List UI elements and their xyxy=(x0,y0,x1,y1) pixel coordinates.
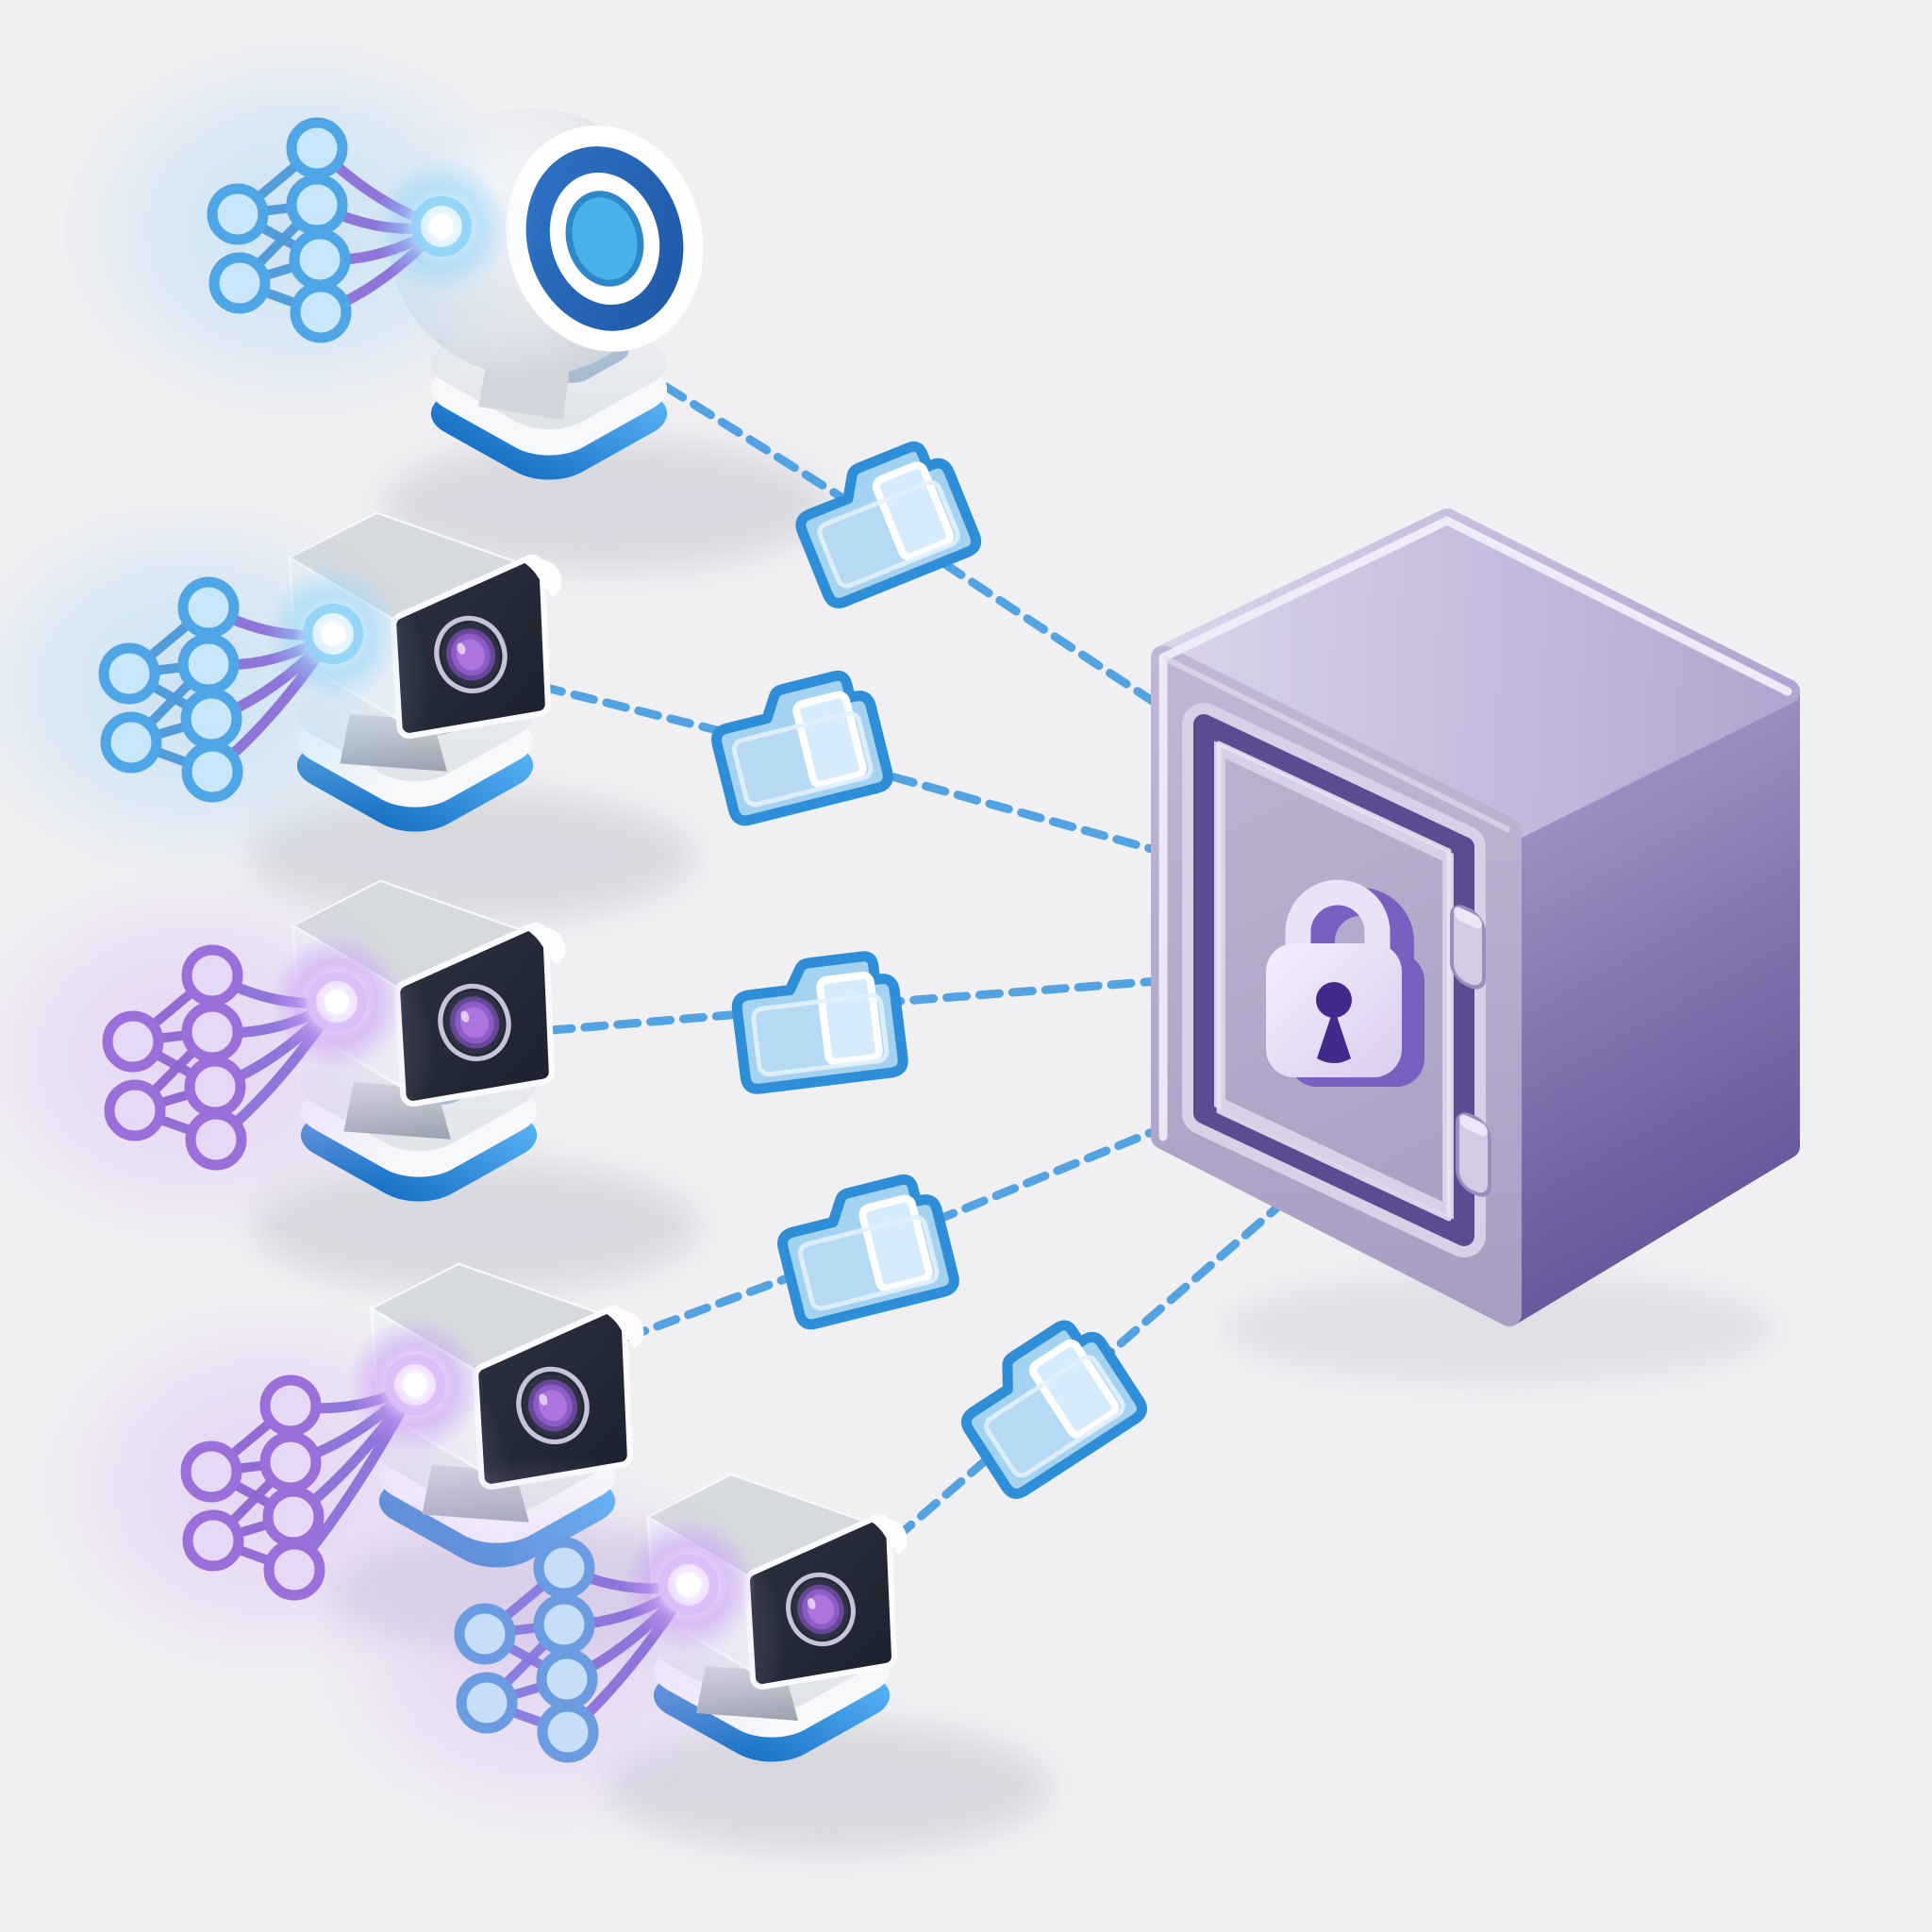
glyph-node xyxy=(98,642,160,705)
camera-1-shadow xyxy=(384,439,827,571)
glyph-node xyxy=(181,944,243,1007)
camera-1 xyxy=(59,36,729,491)
glyph-node xyxy=(181,741,243,803)
port-core xyxy=(321,622,345,646)
connection-1 xyxy=(661,382,1167,712)
glyph-node xyxy=(456,1672,518,1734)
glyph-node xyxy=(180,1441,242,1503)
vault-hinge-bottom xyxy=(1456,1112,1491,1197)
port-core xyxy=(403,1373,427,1397)
port-ring xyxy=(658,1555,719,1615)
glyph-node xyxy=(290,281,352,343)
vault-door-inner-line xyxy=(1216,741,1452,1222)
keyhole-slot xyxy=(1317,1008,1351,1063)
glyph-node xyxy=(104,1079,166,1141)
keyhole-icon xyxy=(1316,982,1352,1018)
glyph-node xyxy=(177,576,240,639)
glyph-node xyxy=(259,1431,322,1493)
glyph-node xyxy=(177,633,240,695)
glyph-node xyxy=(102,1010,164,1073)
port-ring xyxy=(303,604,363,664)
glyph-node xyxy=(263,1539,325,1601)
glyph-node xyxy=(184,1056,246,1118)
secure-vault-icon xyxy=(1151,508,1800,1383)
vault-shadow xyxy=(1226,1274,1774,1383)
port-ring xyxy=(385,1355,445,1415)
vault-front-edge-highlight xyxy=(1161,655,1511,833)
camera-2 xyxy=(0,495,561,882)
vault-hinge-top xyxy=(1450,905,1486,990)
device-layer xyxy=(0,36,909,1842)
port-core xyxy=(325,990,349,1014)
glyph-node xyxy=(207,183,269,245)
glyph-node xyxy=(181,1001,243,1063)
glyph-node xyxy=(536,1648,598,1710)
glyph-node xyxy=(259,1374,322,1437)
port-ring xyxy=(411,196,472,257)
camera-3 xyxy=(0,863,565,1250)
glyph-node xyxy=(286,117,348,179)
padlock-shackle xyxy=(1285,879,1391,955)
port-core xyxy=(429,214,454,239)
glyph-node xyxy=(533,1537,595,1599)
glyph-node xyxy=(208,252,271,314)
glyph-node xyxy=(182,1509,244,1572)
glyph-node xyxy=(454,1603,516,1665)
padlock-icon xyxy=(1266,879,1424,1087)
glyph-node xyxy=(262,1486,325,1548)
port-ring xyxy=(307,972,367,1032)
glyph-node xyxy=(289,228,351,291)
glyph-node xyxy=(286,174,348,236)
vault-door-frame xyxy=(1193,714,1474,1246)
glyph-node xyxy=(537,1701,599,1763)
port-core xyxy=(676,1573,701,1597)
vault-top-edge-highlight xyxy=(1158,515,1792,696)
neural-network-glyph xyxy=(307,1456,788,1842)
connection-4 xyxy=(622,1122,1171,1342)
neural-network-glyph xyxy=(59,36,541,423)
camera-5 xyxy=(307,1456,909,1842)
glyph-node xyxy=(185,1108,247,1171)
glyph-node xyxy=(533,1593,595,1656)
glyph-node xyxy=(180,688,242,750)
glyph-node xyxy=(100,711,162,774)
